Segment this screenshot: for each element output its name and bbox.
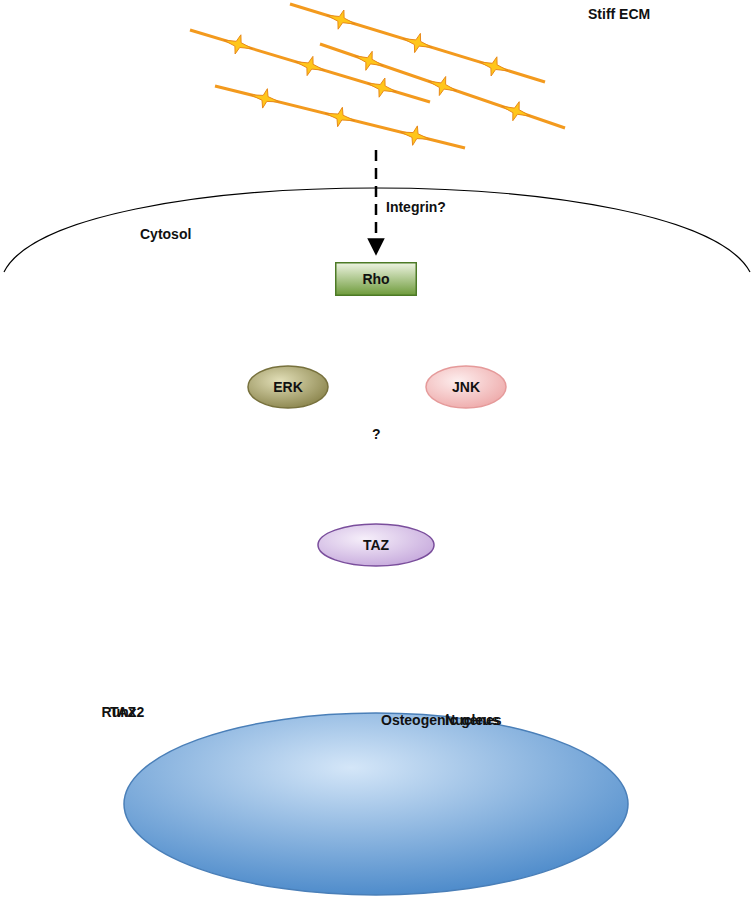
node-text: Osteogenic genes [381,712,502,728]
ellipse-outline [124,713,628,895]
ellipse-outline [426,366,506,408]
node-text: JNK [452,379,480,395]
question-label: ? [372,426,381,442]
node-text: Runx2 [102,704,145,720]
ecm-star [368,78,397,97]
ecm-star [400,126,429,145]
erk-ellipse: ERK [247,365,329,409]
ellipse-outline [318,524,434,566]
node-text: ERK [273,379,303,395]
ecm-star [355,51,383,70]
integrin-arrow [375,150,378,254]
ellipse-outline [248,366,328,408]
ecm-star [403,33,432,52]
jnk-ellipse: JNK [425,365,507,409]
node-outline [123,712,629,896]
ecm-fiber [190,30,430,102]
taz-ellipse: TAZ [317,523,435,567]
box-outline [336,263,417,296]
nucleus-ellipse: NucleusOsteogenic genesTAZRunx2 [123,712,629,896]
ecm-star [250,89,279,108]
ecm-fiber [320,44,565,128]
node-text: TAZ [363,537,389,553]
ecm-fiber [215,86,465,148]
node-text: Rho [362,271,389,287]
integrin-label: Integrin? [386,199,446,215]
ecm-star [480,57,509,76]
ecm-star [502,102,530,121]
ecm-star [224,35,253,54]
ecm-star [327,10,356,29]
ecm-star [325,107,354,126]
stiff-ecm-illustration [190,4,565,148]
ecm-star [296,56,325,75]
ecm-label: Stiff ECM [588,6,650,22]
cytosol-label: Cytosol [140,226,191,242]
rho-box: Rho [335,262,417,296]
ecm-fiber [290,4,545,82]
ecm-star [428,77,456,96]
